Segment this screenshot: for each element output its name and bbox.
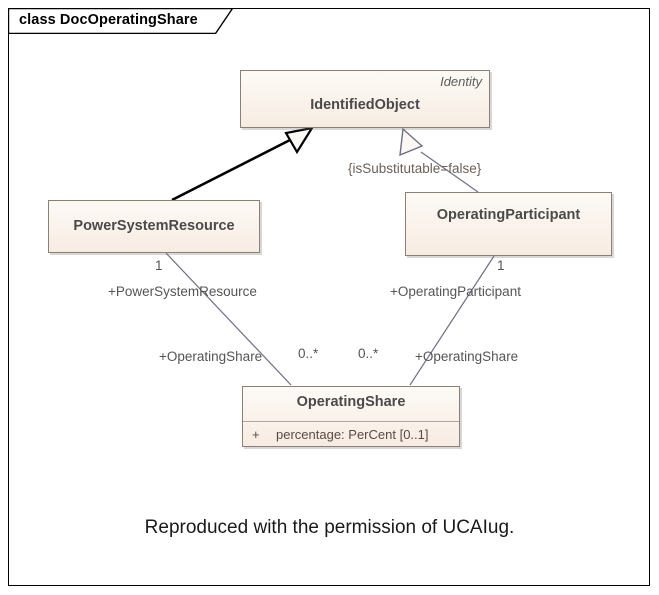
class-box-operating-participant[interactable]: OperatingParticipant	[405, 192, 612, 256]
role-operating-participant: +OperatingParticipant	[390, 284, 521, 299]
generalization-operating-participant-to-identified-object	[399, 127, 479, 193]
class-box-power-system-resource[interactable]: PowerSystemResource	[48, 200, 260, 253]
class-attribute-row[interactable]: + percentage: PerCent [0..1]	[243, 427, 459, 445]
class-name-identified-object: IdentifiedObject	[310, 97, 420, 113]
attribute-visibility: +	[252, 427, 260, 442]
role-operating-share-right: +OperatingShare	[415, 349, 519, 364]
diagram-caption: Reproduced with the permission of UCAIug…	[144, 517, 515, 538]
multiplicity-power-system-resource-end: 1	[155, 258, 163, 273]
class-box-operating-share[interactable]: OperatingShare + percentage: PerCent [0.…	[242, 386, 460, 447]
diagram-title-tab: class DocOperatingShare	[8, 8, 233, 34]
association-operating-participant-to-operating-share	[409, 255, 495, 386]
class-box-identified-object[interactable]: Identity IdentifiedObject	[240, 70, 490, 128]
association-power-system-resource-to-operating-share	[165, 252, 292, 386]
class-stereotype-identity: Identity	[440, 74, 482, 89]
generalization-power-system-resource-to-identified-object	[171, 126, 315, 202]
multiplicity-operating-share-right-end: 0..*	[358, 346, 379, 361]
class-compartment-separator	[243, 421, 459, 422]
role-power-system-resource: +PowerSystemResource	[108, 284, 257, 299]
title-tab-shape	[8, 8, 233, 34]
role-operating-share-left: +OperatingShare	[159, 349, 263, 364]
attribute-signature: percentage: PerCent [0..1]	[276, 427, 429, 442]
class-name-operating-share: OperatingShare	[296, 394, 406, 410]
generalization-constraint-label: {isSubstitutable=false}	[348, 161, 482, 176]
diagram-title: class DocOperatingShare	[19, 12, 198, 28]
class-name-operating-participant: OperatingParticipant	[436, 207, 581, 223]
multiplicity-operating-participant-end: 1	[497, 258, 505, 273]
multiplicity-operating-share-left-end: 0..*	[298, 346, 319, 361]
class-name-power-system-resource: PowerSystemResource	[73, 218, 235, 234]
